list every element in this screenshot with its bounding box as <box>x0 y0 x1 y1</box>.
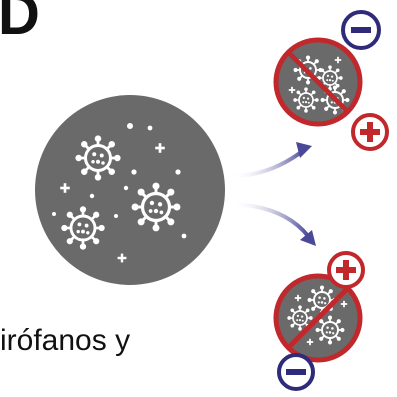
arrow-up-icon <box>231 142 312 178</box>
minus-badge-icon <box>341 10 381 50</box>
minus-badge-icon <box>277 353 315 391</box>
plus-badge-icon <box>351 113 389 151</box>
partial-heading-letter: D <box>0 0 40 47</box>
blocked-virus-top-icon <box>273 37 363 127</box>
plus-badge-icon <box>327 251 365 289</box>
blocked-virus-bottom-icon <box>273 273 363 363</box>
caption-text: irófanos y <box>0 324 131 357</box>
arrow-down-icon <box>231 202 316 246</box>
virus-cluster-icon <box>35 95 225 285</box>
